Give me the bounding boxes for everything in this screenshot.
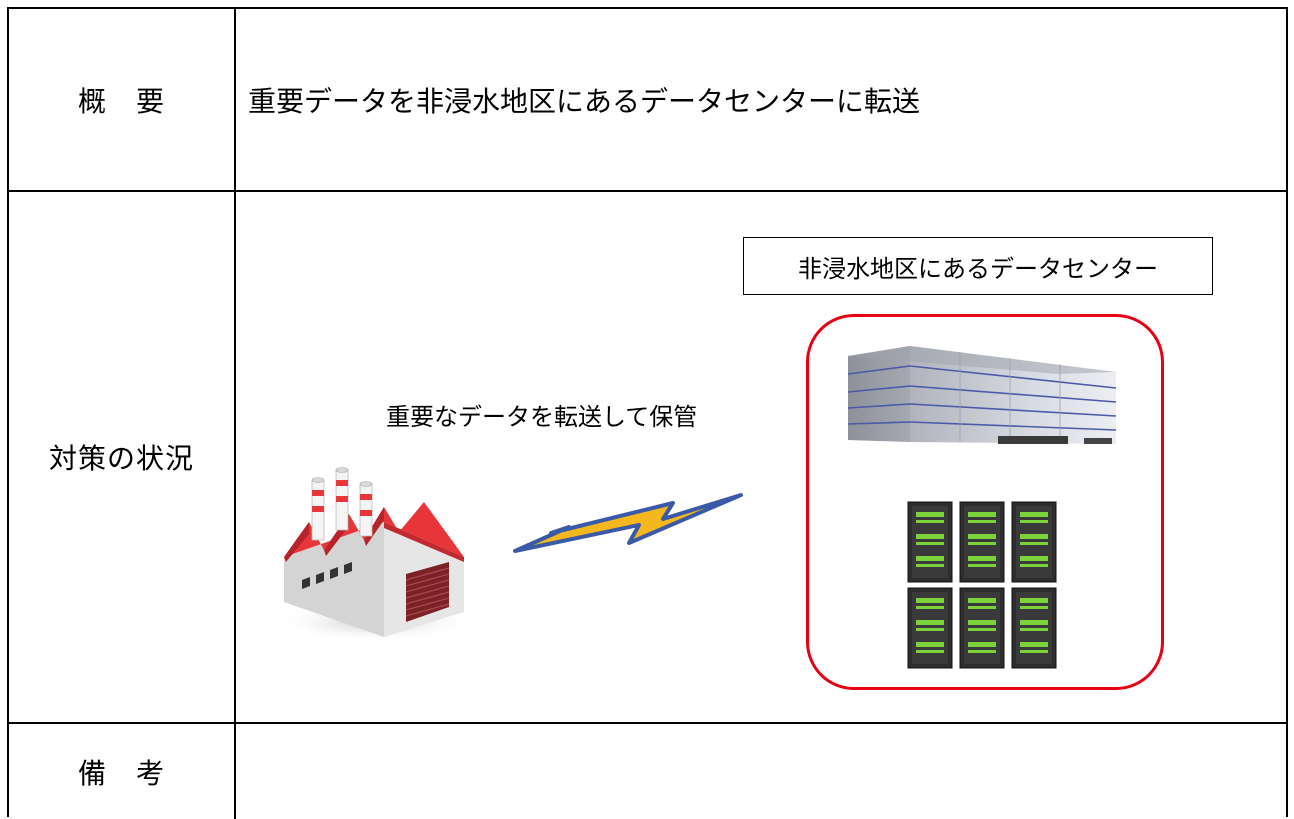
status-content-cell: 非浸水地区にあるデータセンター 重要なデータを転送して保管 [236, 192, 1286, 722]
transfer-caption: 重要なデータを転送して保管 [386, 403, 698, 431]
overview-label: 概 要 [77, 84, 165, 118]
notes-label: 備 考 [77, 756, 165, 790]
measures-table: 概 要 重要データを非浸水地区にあるデータセンターに転送 対策の状況 非浸水地区… [7, 7, 1288, 819]
notes-row: 備 考 [9, 724, 1286, 819]
datacenter-frame [806, 314, 1164, 690]
factory-icon [274, 467, 474, 642]
datacenter-building-icon [848, 346, 1117, 444]
status-label: 対策の状況 [48, 442, 194, 475]
status-row: 対策の状況 非浸水地区にあるデータセンター 重要なデータを転送して保管 [9, 192, 1286, 724]
column-divider [234, 9, 236, 190]
overview-row: 概 要 重要データを非浸水地区にあるデータセンターに転送 [9, 9, 1286, 192]
overview-content-cell: 重要データを非浸水地区にあるデータセンターに転送 [236, 9, 1286, 190]
server-racks-icon [907, 501, 1057, 669]
lightning-bolt-icon [513, 493, 743, 553]
column-divider [234, 192, 236, 722]
notes-content-cell [236, 724, 1286, 819]
column-divider [234, 724, 236, 819]
datacenter-label-box: 非浸水地区にあるデータセンター [743, 237, 1213, 295]
overview-text: 重要データを非浸水地区にあるデータセンターに転送 [248, 84, 921, 118]
